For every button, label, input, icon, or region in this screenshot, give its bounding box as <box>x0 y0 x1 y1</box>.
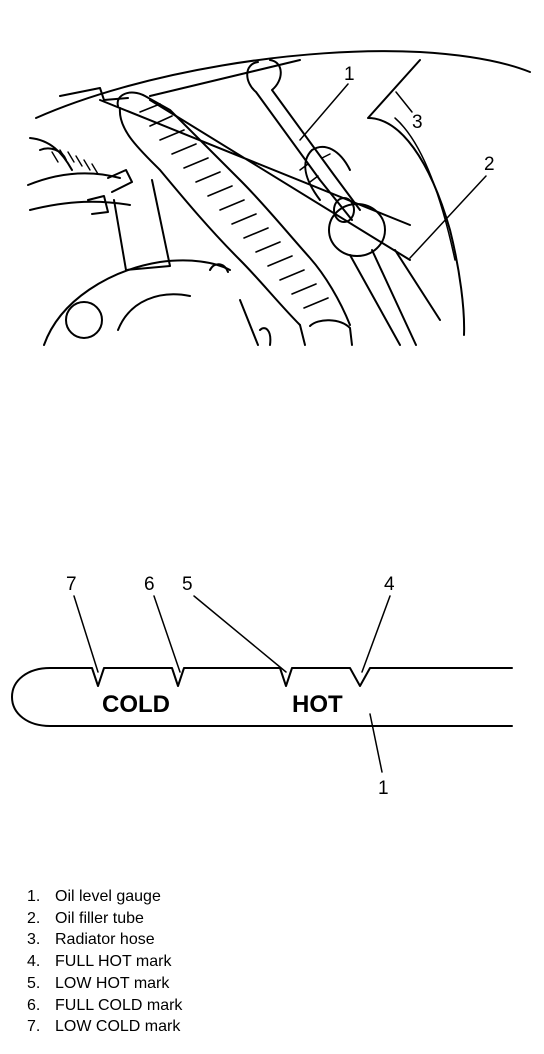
engine-bay-illustration <box>27 50 531 346</box>
callout-1-engine: 1 <box>344 64 355 85</box>
legend-item: 3.Radiator hose <box>27 931 155 949</box>
oil-level-gauge-handle <box>246 59 361 221</box>
engine-left-parts <box>27 137 171 271</box>
callout-2-engine: 2 <box>484 154 495 175</box>
callout-3-engine: 3 <box>412 112 423 133</box>
callout-6-gauge: 6 <box>144 574 155 595</box>
frame-lines <box>59 59 411 261</box>
cold-label: COLD <box>102 691 170 718</box>
oil-filler-tube <box>349 249 441 346</box>
callout-4-gauge: 4 <box>384 574 395 595</box>
dipstick-gauge-illustration <box>11 595 513 773</box>
corrugated-duct <box>116 91 351 326</box>
engine-lower-arc <box>43 259 231 346</box>
parts-legend: 1.Oil level gauge 2.Oil filler tube 3.Ra… <box>27 886 182 1038</box>
radiator-hose <box>367 59 466 336</box>
oil-filler-tube-cap <box>328 203 386 257</box>
callout-7-gauge: 7 <box>66 574 77 595</box>
callout-leader-1 <box>299 83 349 141</box>
callout-1-gauge: 1 <box>378 778 389 799</box>
legend-item: 1.Oil level gauge <box>27 888 161 905</box>
dipstick-blade <box>11 667 513 727</box>
hot-label: HOT <box>292 691 343 718</box>
callout-5-gauge: 5 <box>182 574 193 595</box>
legend-item: 2.Oil filler tube <box>27 909 144 927</box>
legend-item: 7.LOW COLD mark <box>27 1018 181 1036</box>
legend-item: 6.FULL COLD mark <box>27 996 183 1014</box>
callout-leader-3 <box>395 91 413 113</box>
callout-leader-2 <box>409 175 487 259</box>
hood-outline <box>35 50 531 119</box>
legend-item: 5.LOW HOT mark <box>27 974 170 992</box>
legend-item: 4.FULL HOT mark <box>27 953 172 971</box>
